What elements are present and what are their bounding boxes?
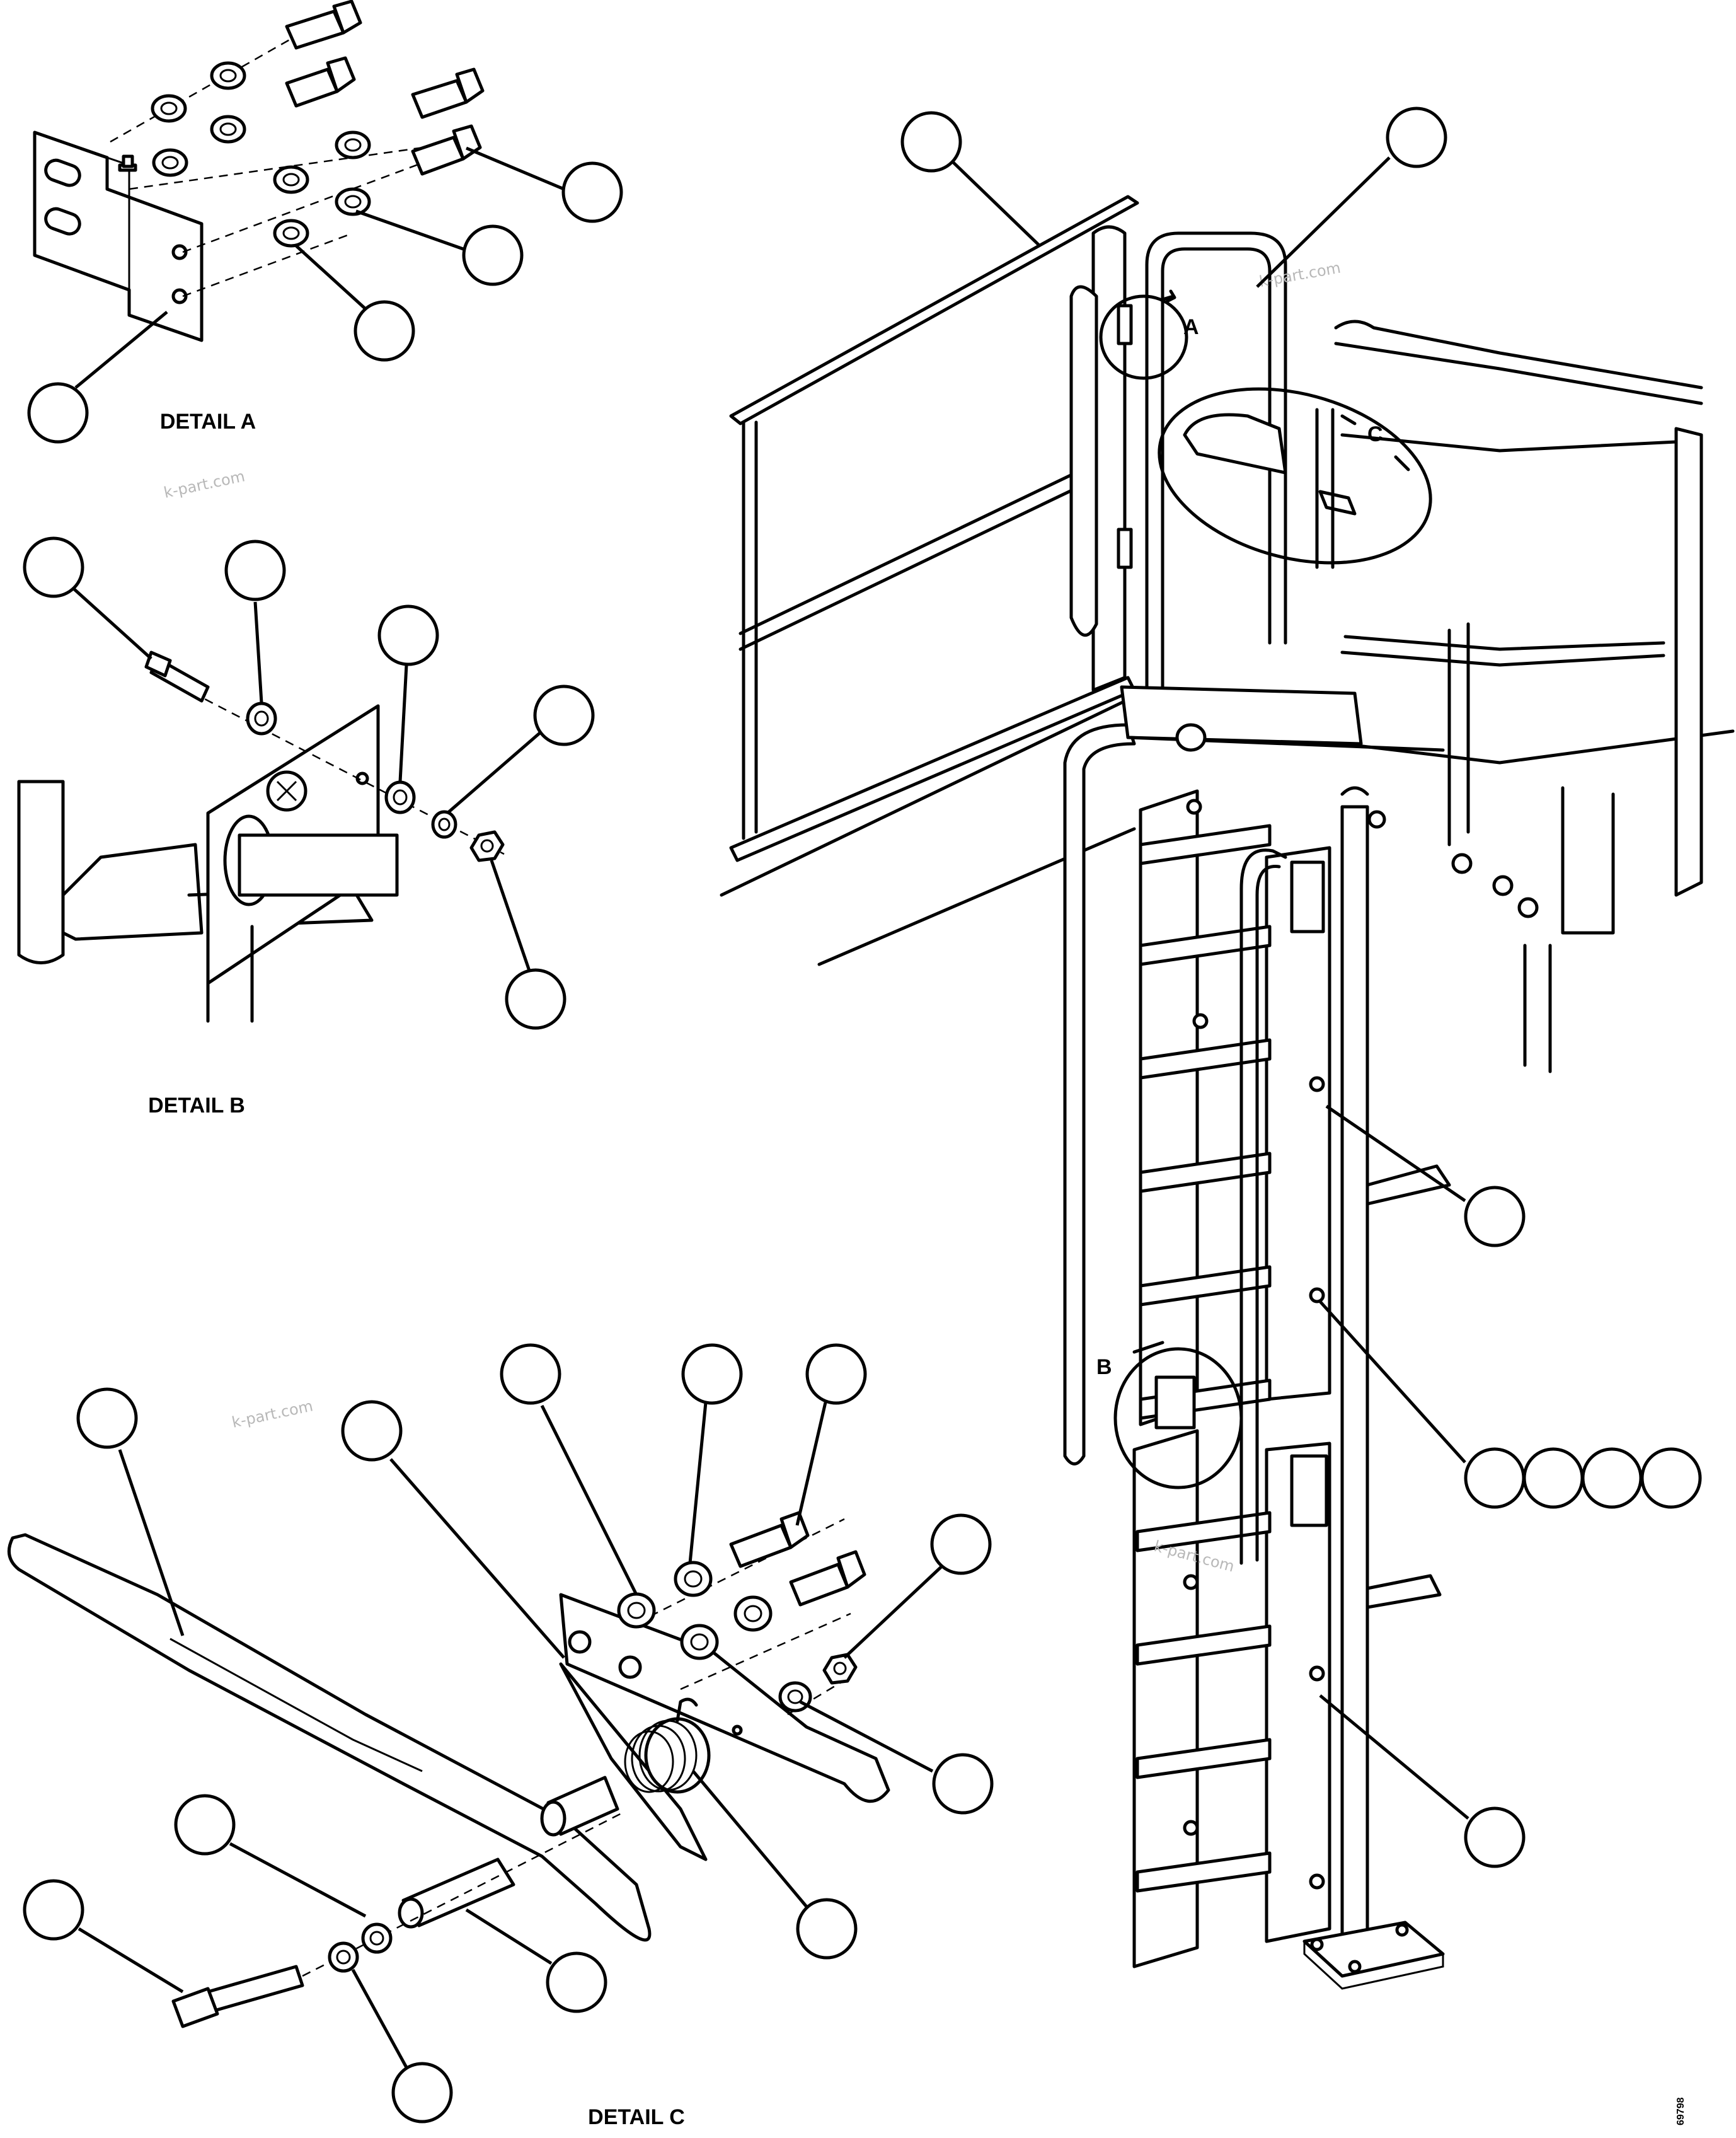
callout-bubble bbox=[341, 1400, 403, 1462]
callout-bubble bbox=[500, 1343, 561, 1405]
callout-bubble bbox=[391, 2062, 453, 2124]
detail-c-callout-circle bbox=[1158, 387, 1432, 565]
washer bbox=[361, 1922, 393, 1954]
callout-bubble bbox=[462, 224, 524, 286]
callout-bubble bbox=[377, 604, 439, 666]
washer bbox=[674, 1561, 713, 1597]
bolt bbox=[285, 0, 362, 50]
callout-bubble bbox=[1640, 1447, 1702, 1509]
washer bbox=[384, 780, 416, 814]
callout-bubble bbox=[1386, 107, 1447, 168]
callout-bubble bbox=[805, 1343, 867, 1405]
callout-bubble bbox=[76, 1387, 138, 1449]
detail-c-assembly: k-part.com bbox=[7, 1343, 994, 2129]
long-bolt bbox=[171, 1965, 304, 2028]
watermark: k-part.com bbox=[162, 467, 246, 502]
callout-bubble bbox=[23, 1879, 84, 1941]
callout-bubble bbox=[174, 1794, 236, 1856]
detail-a-callout-circle bbox=[1099, 294, 1188, 380]
latch-arm bbox=[7, 1533, 652, 1942]
bolt bbox=[285, 56, 356, 108]
callout-bubble bbox=[932, 1753, 994, 1815]
main-ladder-assembly: A C B k-part.com k-part.com bbox=[720, 107, 1735, 1990]
washer bbox=[152, 148, 188, 177]
callout-bubble bbox=[354, 300, 415, 362]
callout-bubble bbox=[1464, 1186, 1526, 1247]
washer bbox=[210, 115, 246, 144]
callout-bubble bbox=[1464, 1806, 1526, 1868]
nut bbox=[822, 1653, 858, 1685]
bolt bbox=[411, 67, 485, 119]
washer bbox=[273, 165, 309, 194]
callout-letter-c: C bbox=[1367, 422, 1383, 446]
bolt bbox=[729, 1511, 810, 1568]
washer bbox=[680, 1624, 719, 1660]
callout-bubble bbox=[533, 685, 595, 746]
washer bbox=[328, 1941, 359, 1973]
callout-bubble bbox=[681, 1343, 743, 1405]
detail-b-label: DETAIL B bbox=[148, 1094, 245, 1118]
callout-bubble bbox=[23, 536, 84, 598]
washer bbox=[335, 130, 371, 159]
torsion-spring bbox=[624, 1697, 711, 1794]
detail-a-label: DETAIL A bbox=[160, 410, 256, 434]
washer bbox=[617, 1592, 656, 1629]
callout-bubble bbox=[1464, 1447, 1526, 1509]
nut bbox=[469, 830, 505, 862]
watermark: k-part.com bbox=[230, 1397, 314, 1431]
callout-letter-b: B bbox=[1096, 1355, 1112, 1379]
callout-bubble bbox=[561, 161, 623, 223]
washer bbox=[273, 219, 309, 248]
lock-washer bbox=[431, 810, 457, 839]
washer bbox=[733, 1595, 773, 1632]
washer bbox=[210, 61, 246, 90]
washer bbox=[335, 187, 371, 216]
callout-bubble bbox=[1522, 1447, 1584, 1509]
callout-bubble bbox=[930, 1513, 992, 1575]
callout-bubble bbox=[27, 382, 89, 444]
bolt bbox=[789, 1550, 866, 1607]
pivot-pin bbox=[144, 650, 210, 703]
ladder-side-rail bbox=[1132, 1429, 1199, 1968]
ladder-side-rail bbox=[1139, 789, 1199, 1426]
figure-code: 69798 bbox=[1676, 2097, 1686, 2125]
ladder-side-rail bbox=[1265, 1442, 1331, 1943]
detail-b-assembly: DETAIL B bbox=[17, 536, 595, 1118]
ladder-post bbox=[1340, 805, 1369, 1943]
callout-bubble bbox=[505, 968, 566, 1030]
sleeve bbox=[398, 1858, 515, 1929]
detail-a-assembly: DETAIL A bbox=[27, 0, 623, 444]
washer bbox=[246, 702, 277, 736]
callout-bubble bbox=[796, 1898, 858, 1960]
latch-plate bbox=[559, 1593, 890, 1803]
detail-c-label: DETAIL C bbox=[588, 2105, 685, 2129]
pin-boss bbox=[540, 1776, 619, 1837]
callout-bubble bbox=[224, 540, 286, 601]
ladder-side-rail bbox=[1265, 846, 1331, 1401]
washer bbox=[151, 94, 187, 123]
callout-letter-a: A bbox=[1183, 315, 1199, 339]
detail-b-callout-circle bbox=[1113, 1347, 1243, 1489]
callout-bubble bbox=[546, 1951, 607, 2013]
callout-bubble bbox=[1581, 1447, 1643, 1509]
callout-bubble bbox=[900, 111, 962, 173]
